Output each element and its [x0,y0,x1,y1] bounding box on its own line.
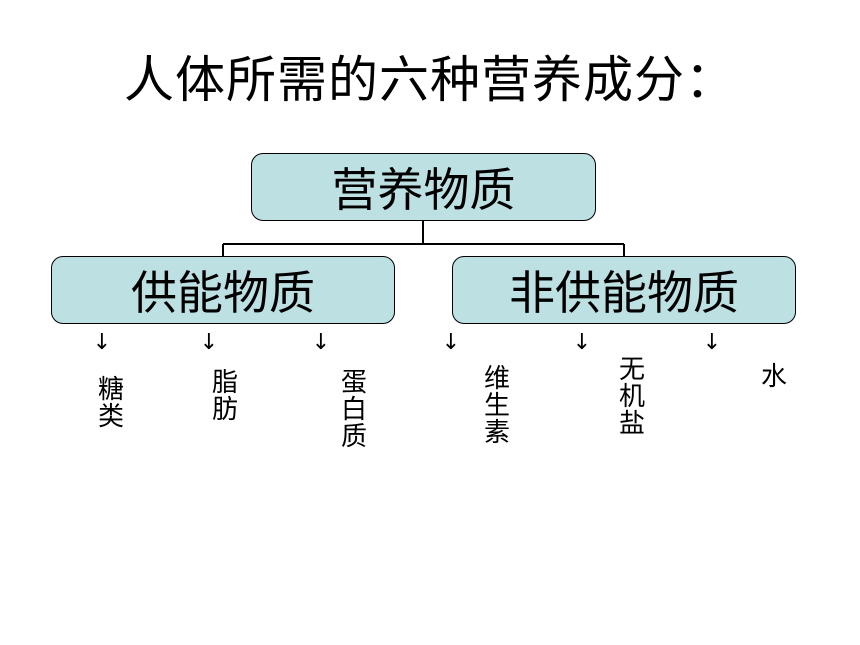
nutrient-water: 水 [760,362,787,392]
arrow-down-icon: ↓ [199,330,219,355]
page-title: 人体所需的六种营养成分： [124,51,736,109]
nutrient-protein: 蛋白质 [340,368,367,452]
nutrient-vitamin: 维生素 [483,364,510,448]
arrow-down-icon: ↓ [311,330,331,355]
category-non-energy-supplying: 非供能物质 [452,256,796,324]
nutrient-sugar: 糖类 [97,375,124,432]
arrow-down-icon: ↓ [92,330,112,355]
arrow-down-icon: ↓ [441,330,461,355]
root-node-nutrients: 营养物质 [251,153,596,221]
nutrient-minerals: 无机盐 [618,355,645,439]
category-energy-supplying: 供能物质 [51,256,395,324]
arrow-down-icon: ↓ [702,330,722,355]
arrow-down-icon: ↓ [572,330,592,355]
nutrient-fat: 脂肪 [211,368,238,425]
